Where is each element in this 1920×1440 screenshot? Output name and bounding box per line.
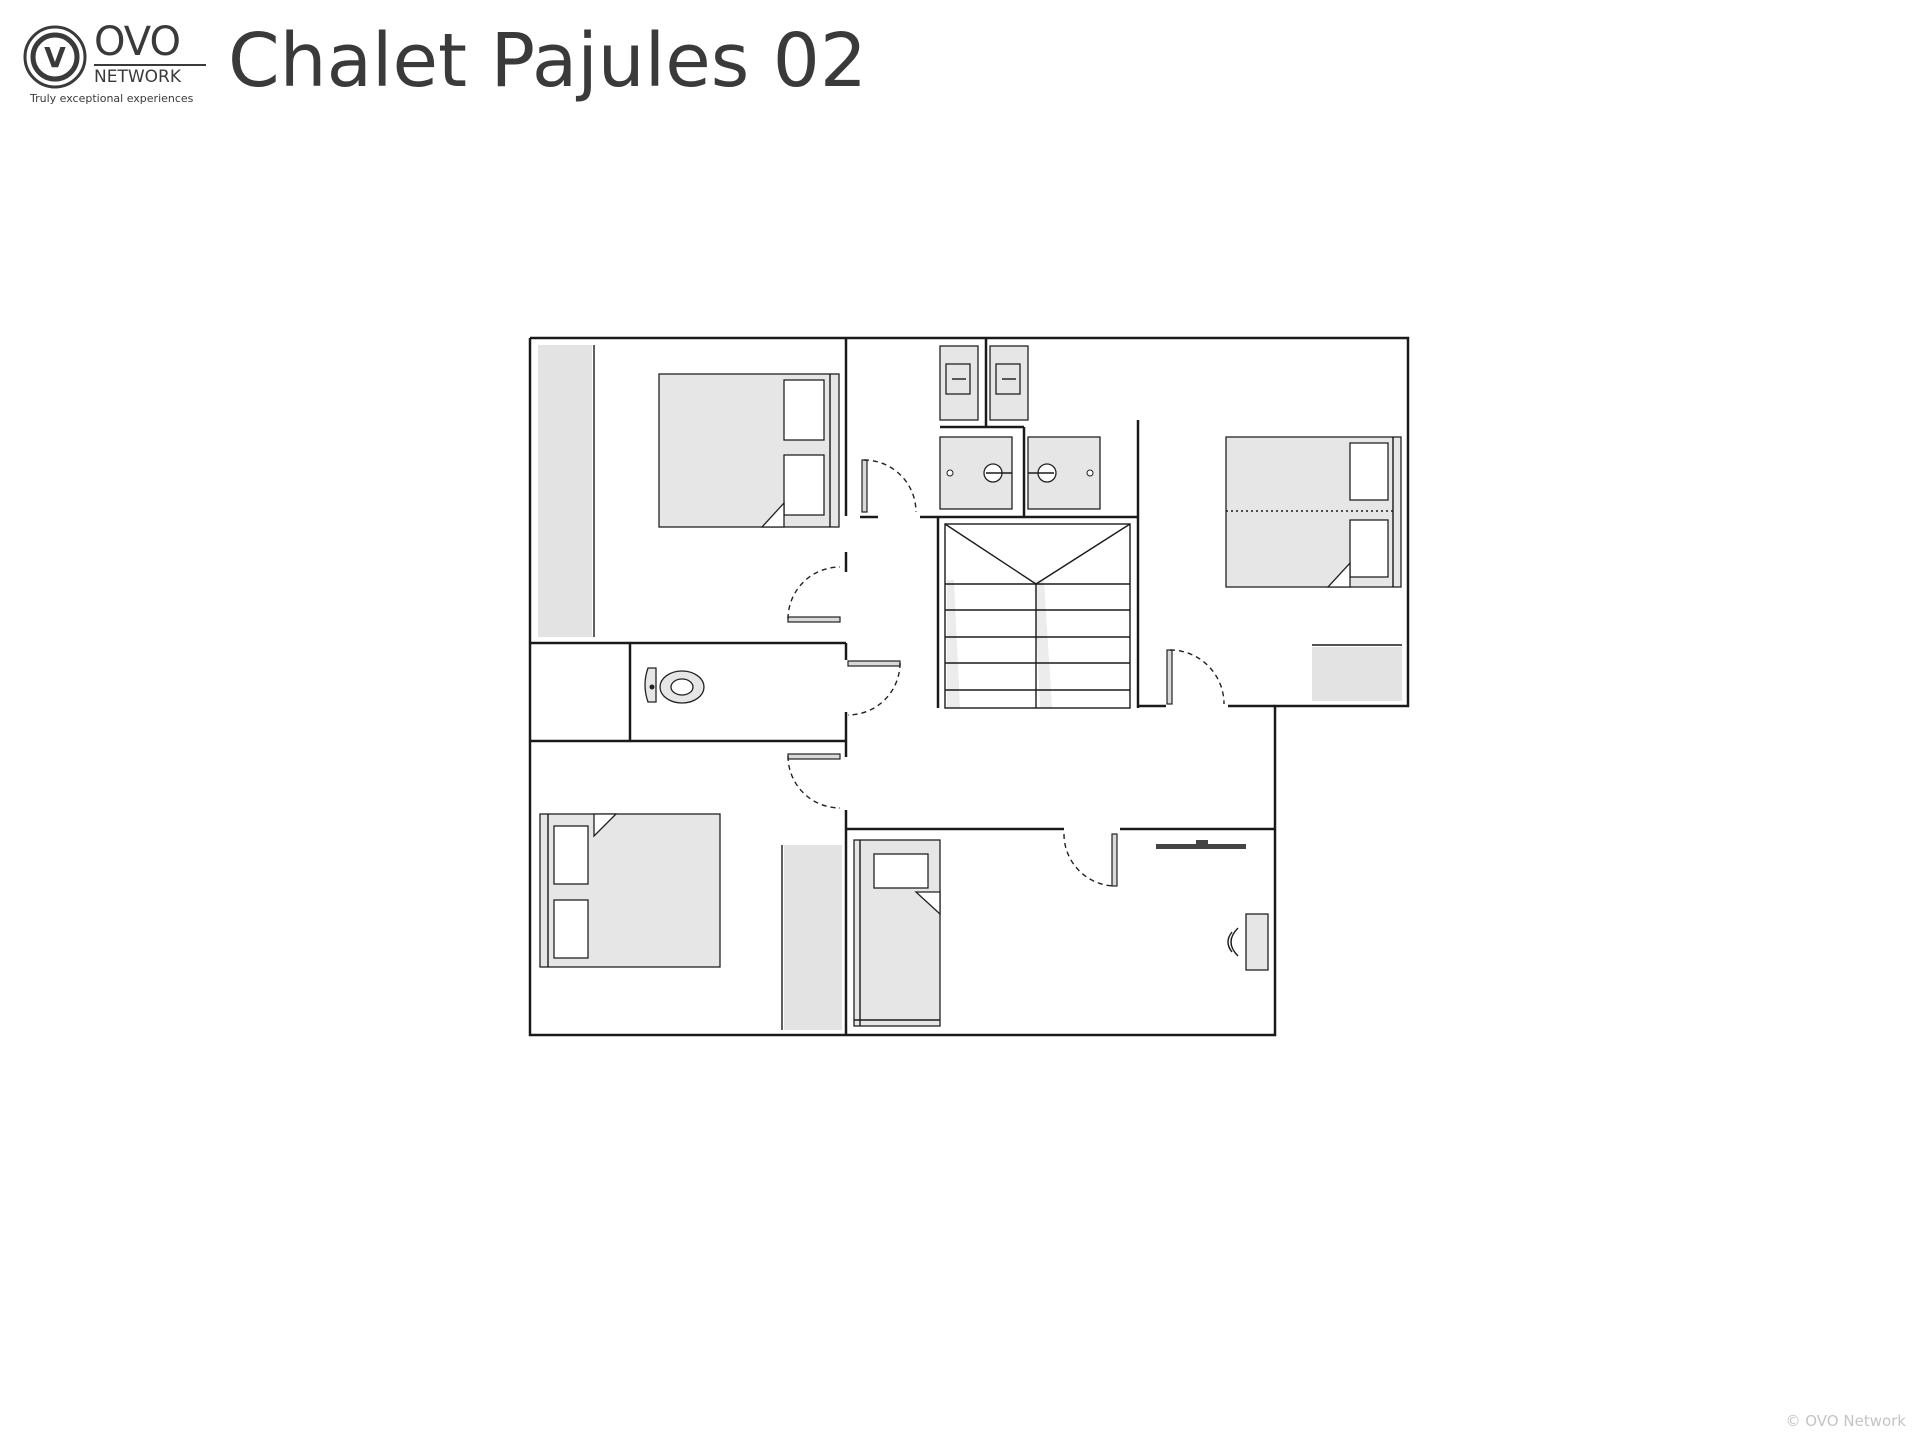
interior-walls xyxy=(530,338,1275,1035)
logo-tagline: Truly exceptional experiences xyxy=(30,92,194,105)
door-bathroom xyxy=(847,660,901,716)
copyright-watermark: © OVO Network xyxy=(1785,1412,1906,1430)
wardrobe-bottom-left xyxy=(781,845,842,1030)
door-bottom-left-bedroom xyxy=(787,753,841,809)
double-bed-bottom-left xyxy=(539,813,721,968)
ovo-logo-mark-icon: V xyxy=(23,25,87,89)
door-top-left-bedroom xyxy=(787,566,841,623)
wardrobe-right xyxy=(1312,644,1402,701)
washbasin-icon-2 xyxy=(989,345,1029,421)
page-title: Chalet Pajules 02 xyxy=(228,18,867,104)
wall-shelf xyxy=(1156,840,1246,849)
staircase-icon xyxy=(944,523,1131,709)
door-right-bedroom xyxy=(1166,649,1225,705)
washbasin-icon-3 xyxy=(939,436,1013,510)
double-bed-right xyxy=(1225,436,1402,588)
logo-subtext: NETWORK xyxy=(94,64,206,86)
single-bed-bottom-right xyxy=(853,839,941,1027)
wardrobe-top-left xyxy=(538,345,595,637)
logo-mark-letter: V xyxy=(44,41,66,74)
door-vanity xyxy=(861,459,917,513)
toilet-icon xyxy=(644,667,705,704)
ovo-network-logo: V OVO NETWORK Truly exceptional experien… xyxy=(22,19,206,110)
double-bed-top-left xyxy=(658,373,840,528)
desk-with-chair xyxy=(1227,913,1269,971)
logo-wordmark: OVO xyxy=(94,19,181,65)
washbasin-icon-4 xyxy=(1027,436,1101,510)
door-bottom-right-bedroom xyxy=(1063,833,1118,887)
washbasin-icon-1 xyxy=(939,345,979,421)
